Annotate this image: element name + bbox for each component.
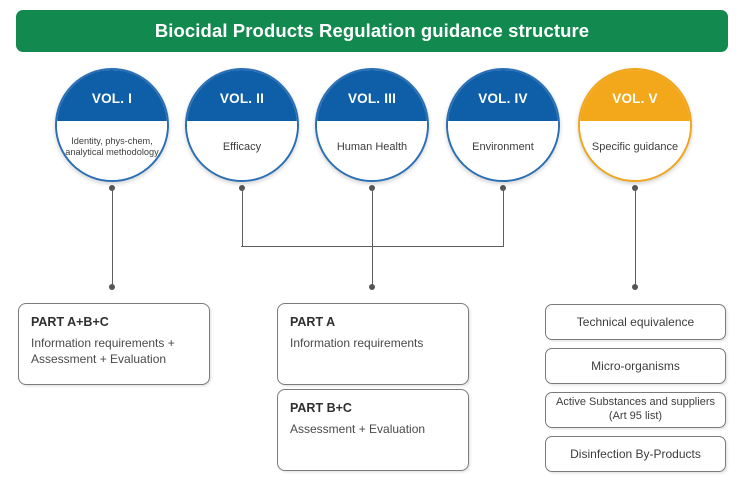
part-box-b-c[interactable]: PART B+C Assessment + Evaluation (277, 389, 469, 471)
volume-subtitle-vol-2: Efficacy (222, 140, 262, 153)
volume-label-vol-3: VOL. III (347, 90, 397, 106)
part-title-b-c: PART B+C (290, 401, 352, 415)
volume-subtitle-vol-4: Environment (472, 140, 534, 153)
volume-subtitle-vol-3: Human Health (336, 140, 408, 153)
part-description-a-b-c: Information requirements + Assessment + … (31, 336, 175, 366)
guidance-item-technical-equivalence[interactable]: Technical equivalence (545, 304, 726, 340)
connector-dot-vol3-bottom (369, 284, 375, 290)
guidance-item-micro-organisms[interactable]: Micro-organisms (545, 348, 726, 384)
header-banner: Biocidal Products Regulation guidance st… (16, 10, 728, 52)
volume-body-vol-1: Identity, phys-chem, analytical methodol… (57, 120, 167, 180)
guidance-item-active-substances[interactable]: Active Substances and suppliers (Art 95 … (545, 392, 726, 428)
connector-line-vol3 (371, 188, 373, 287)
volume-header-vol-3: VOL. III (317, 70, 427, 121)
part-box-a-b-c[interactable]: PART A+B+C Information requirements + As… (18, 303, 210, 385)
connector-dot-vol5-bottom (632, 284, 638, 290)
guidance-label-active-substances: Active Substances and suppliers (Art 95 … (556, 396, 715, 422)
volume-body-vol-3: Human Health (317, 120, 427, 180)
volume-label-vol-5: VOL. V (612, 90, 658, 106)
volume-body-vol-4: Environment (448, 120, 558, 180)
volume-body-vol-5: Specific guidance (580, 120, 690, 180)
connector-dot-vol1-bottom (109, 284, 115, 290)
guidance-label-micro-organisms: Micro-organisms (591, 358, 680, 373)
volume-header-vol-2: VOL. II (187, 70, 297, 121)
connector-line-vol5 (634, 188, 636, 287)
volume-header-vol-4: VOL. IV (448, 70, 558, 121)
part-title-a: PART A (290, 315, 336, 329)
guidance-item-disinfection-by-products[interactable]: Disinfection By-Products (545, 436, 726, 472)
volume-label-vol-1: VOL. I (91, 90, 133, 106)
part-box-a[interactable]: PART A Information requirements (277, 303, 469, 385)
part-description-a: Information requirements (290, 336, 424, 350)
part-title-a-b-c: PART A+B+C (31, 315, 109, 329)
volume-subtitle-vol-5: Specific guidance (591, 140, 679, 153)
guidance-label-disinfection-by-products: Disinfection By-Products (570, 446, 701, 461)
volume-circle-vol-2[interactable]: VOL. II Efficacy (185, 68, 299, 182)
connector-line-vol4 (502, 188, 504, 247)
connector-line-vol2 (241, 188, 243, 247)
part-description-b-c: Assessment + Evaluation (290, 422, 426, 436)
connector-line-vol1 (111, 188, 113, 287)
volume-body-vol-2: Efficacy (187, 120, 297, 180)
volume-circle-vol-3[interactable]: VOL. III Human Health (315, 68, 429, 182)
volume-label-vol-2: VOL. II (219, 90, 265, 106)
page-title: Biocidal Products Regulation guidance st… (154, 20, 590, 41)
volume-circle-vol-1[interactable]: VOL. I Identity, phys-chem, analytical m… (55, 68, 169, 182)
volume-circle-vol-4[interactable]: VOL. IV Environment (446, 68, 560, 182)
volume-circle-vol-5[interactable]: VOL. V Specific guidance (578, 68, 692, 182)
volume-header-vol-5: VOL. V (580, 70, 690, 121)
guidance-label-technical-equivalence: Technical equivalence (576, 314, 695, 329)
volume-subtitle-vol-1: Identity, phys-chem, analytical methodol… (65, 135, 159, 158)
volume-label-vol-4: VOL. IV (478, 90, 528, 106)
volume-header-vol-1: VOL. I (57, 70, 167, 121)
